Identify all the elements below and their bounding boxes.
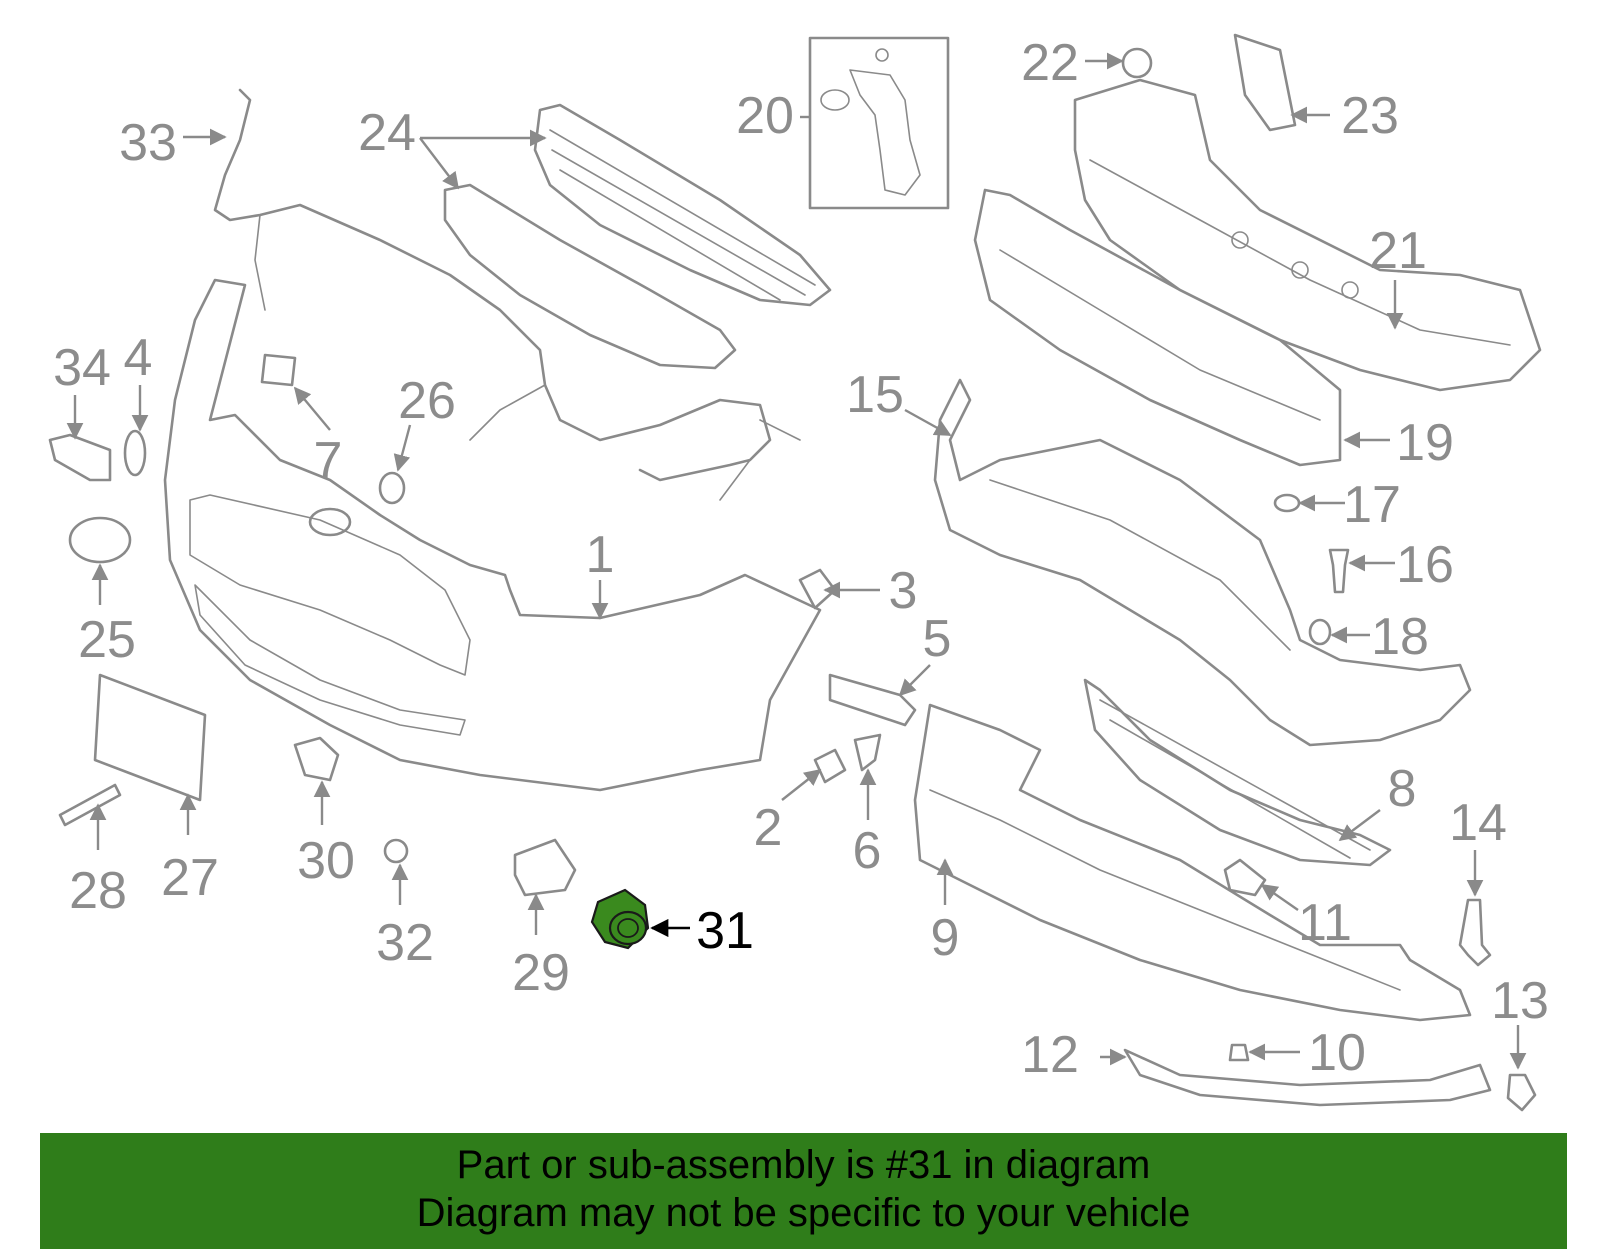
fastener-part-2: [813, 748, 847, 784]
bracket-part-20: [808, 36, 950, 210]
ring-part-25: [68, 516, 132, 564]
callout-2: 2: [754, 799, 783, 857]
callout-7: 7: [314, 432, 343, 490]
lower-support-part-15: [933, 378, 1472, 747]
banner-part-line: Part or sub-assembly is #31 in diagram: [456, 1143, 1151, 1187]
callout-24: 24: [358, 104, 416, 162]
callout-32: 32: [376, 914, 434, 972]
callout-17: 17: [1343, 476, 1401, 534]
bolt-part-14: [1458, 898, 1492, 967]
callout-27: 27: [161, 849, 219, 907]
clip-part-11: [1223, 858, 1267, 897]
deflector-part-12: [1123, 1048, 1492, 1107]
callout-33: 33: [119, 114, 177, 172]
callout-34: 34: [53, 339, 111, 397]
callout-10: 10: [1308, 1024, 1366, 1082]
nut-part-32: [383, 838, 409, 864]
callout-20: 20: [736, 87, 794, 145]
callout-15: 15: [846, 366, 904, 424]
nut-part-22: [1121, 47, 1153, 79]
callout-25: 25: [78, 611, 136, 669]
license-bracket-part-27: [93, 673, 207, 802]
fastener-part-6: [853, 733, 882, 772]
callout-6: 6: [853, 822, 882, 880]
callout-lines: [66, 52, 1527, 1070]
callout-4: 4: [124, 329, 153, 387]
label-part-7: [260, 353, 297, 387]
callout-3: 3: [889, 562, 918, 620]
callout-31: 31: [696, 902, 754, 960]
callout-13: 13: [1491, 972, 1549, 1030]
callout-16: 16: [1396, 536, 1454, 594]
energy-absorber-part-19: [973, 188, 1342, 467]
clip-part-18: [1308, 618, 1332, 646]
callout-14: 14: [1449, 794, 1507, 852]
info-banner: Part or sub-assembly is #31 in diagram D…: [40, 1133, 1567, 1249]
callout-28: 28: [69, 862, 127, 920]
bolt-part-16: [1328, 548, 1350, 594]
callout-19: 19: [1396, 414, 1454, 472]
screw-part-28: [58, 783, 122, 827]
clip-part-17: [1273, 493, 1301, 513]
callout-21: 21: [1369, 222, 1427, 280]
callout-18: 18: [1371, 608, 1429, 666]
reinforcement-part-21: [1073, 78, 1542, 392]
parts-diagram: 1 2 3 4 5 6 7 8 9 10 11 12 13 14 15 16 1…: [48, 33, 1549, 1112]
holder-part-29: [513, 838, 577, 897]
callout-1: 1: [586, 526, 615, 584]
bumper-cover-part: [163, 278, 822, 792]
sensor-part-30: [293, 736, 340, 782]
seal-part-4: [123, 429, 147, 477]
callout-12: 12: [1021, 1026, 1079, 1084]
grille-part: [443, 103, 832, 370]
callout-22: 22: [1021, 34, 1079, 92]
callout-30: 30: [297, 832, 355, 890]
callout-29: 29: [512, 944, 570, 1002]
bracket-part-23: [1233, 33, 1297, 132]
callout-26: 26: [398, 372, 456, 430]
callout-23: 23: [1341, 87, 1399, 145]
splash-shield-part-9: [913, 703, 1472, 1022]
callout-5: 5: [923, 610, 952, 668]
screw-part-10: [1228, 1043, 1250, 1062]
callout-9: 9: [931, 909, 960, 967]
sensor-part-31-highlighted: [590, 888, 650, 950]
callout-8: 8: [1388, 760, 1417, 818]
wiring-harness-part: [213, 88, 801, 501]
lower-grille-part-8: [1083, 678, 1392, 867]
banner-disclaimer-line: Diagram may not be specific to your vehi…: [416, 1191, 1191, 1235]
ring-part-26: [378, 471, 406, 505]
strip-part-5: [828, 673, 917, 727]
callout-numbers: 1 2 3 4 5 6 7 8 9 10 11 12 13 14 15 16 1…: [53, 34, 1549, 1084]
bracket-part-34: [48, 433, 112, 482]
rivet-part-13: [1506, 1073, 1537, 1112]
callout-11: 11: [1298, 894, 1352, 952]
